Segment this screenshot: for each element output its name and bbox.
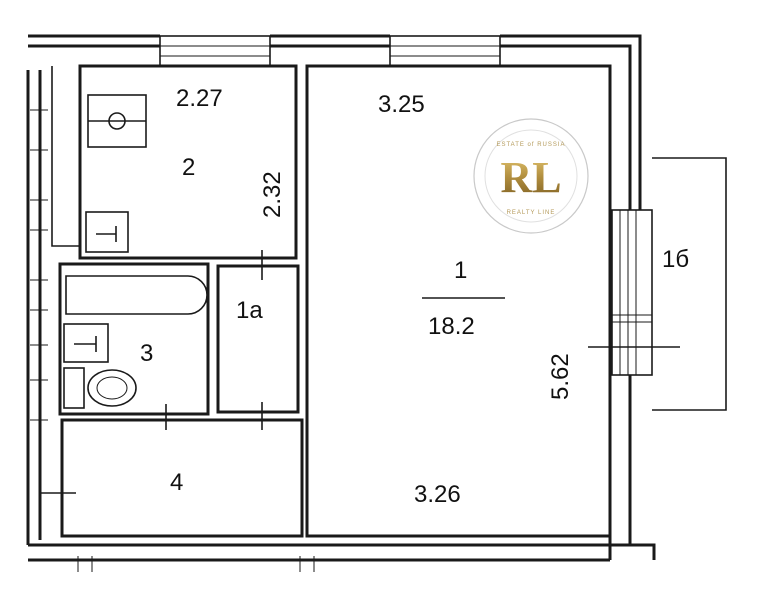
room-2-number: 2 (182, 154, 195, 181)
room-1-length: 5.62 (547, 353, 574, 400)
washbasin-icon (63, 323, 109, 363)
room-1-number: 1 (454, 257, 467, 284)
room-4-number: 4 (170, 469, 183, 496)
bathtub-icon (65, 275, 208, 315)
room-2-kitchen: 2.27 2 2.32 (51, 64, 298, 260)
stove-icon (87, 94, 147, 148)
room-1a-closet: 1a (216, 250, 300, 430)
room-3-bathroom: 3 (58, 262, 210, 430)
balcony-label: 1б (662, 246, 689, 273)
room-1-width-bottom: 3.26 (414, 481, 461, 508)
room-3-number: 3 (140, 340, 153, 367)
room-2-length: 2.32 (259, 171, 286, 218)
left-wall-ticks (30, 109, 48, 421)
window-main-room (389, 35, 501, 67)
balcony-door (611, 209, 653, 376)
window-kitchen (159, 35, 271, 67)
toilet-icon (63, 367, 137, 409)
realty-watermark-seal: RL ESTATE of RUSSIA REALTY LINE (473, 118, 589, 234)
room-4-hall: 4 (40, 418, 304, 538)
sink-icon (85, 211, 129, 253)
bottom-wall-ticks (77, 556, 315, 572)
room-2-width: 2.27 (176, 85, 223, 112)
room-1-area: 18.2 (428, 313, 475, 340)
room-1a-number: 1a (236, 297, 263, 324)
room-1-width-top: 3.25 (378, 91, 425, 118)
seal-monogram: RL (500, 153, 561, 202)
balcony: 1б (588, 157, 727, 411)
seal-ring-top-text: ESTATE of RUSSIA (496, 142, 565, 148)
seal-ring-bottom-text: REALTY LINE (507, 210, 556, 216)
room-1: 3.25 1 18.2 5.62 3.26 (305, 64, 612, 538)
